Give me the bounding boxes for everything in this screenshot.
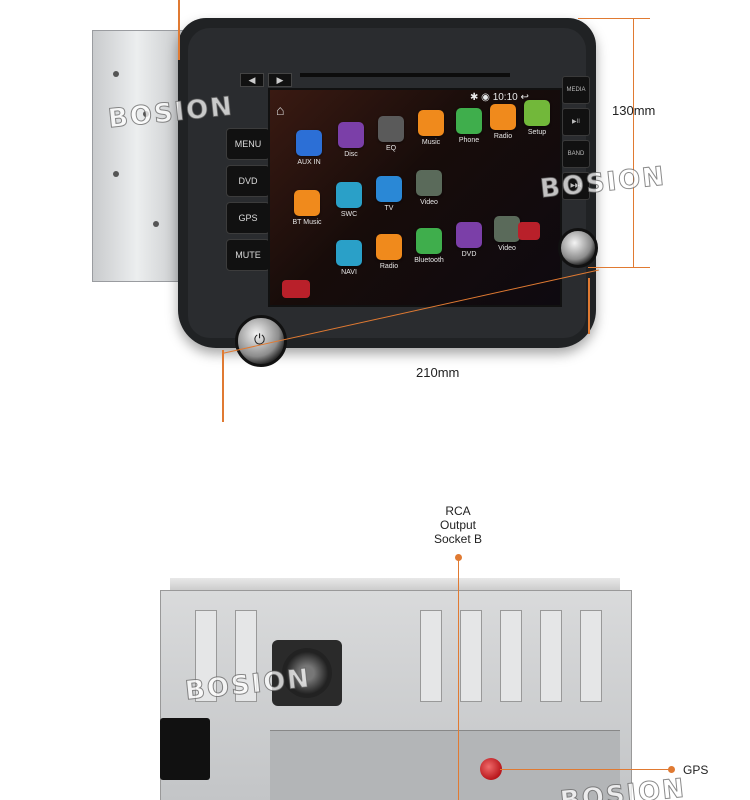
chassis-top-edge (170, 578, 620, 592)
app-label: EQ (385, 145, 397, 152)
height-guide-bottom (588, 267, 650, 268)
app-label: Bluetooth (414, 257, 444, 264)
width-label: 210mm (416, 365, 460, 380)
gps-callout-label: GPS (683, 763, 709, 777)
front-view-photo: ◀ ▶ MENU DVD GPS MUTE MEDIA ▶II BAND ▶▶I… (92, 0, 668, 422)
height-dimension-line (633, 18, 634, 268)
app-music[interactable]: Music (410, 110, 452, 146)
steering-wheel-icon (336, 182, 362, 208)
radio-icon (376, 234, 402, 260)
phone-icon (456, 108, 482, 134)
app-label: Radio (379, 263, 399, 270)
rca-callout-dot (455, 554, 462, 561)
app-label: Video (420, 199, 438, 206)
app-label: Phone (458, 137, 480, 144)
mute-button[interactable]: MUTE (226, 239, 270, 271)
gps-callout-line (500, 769, 670, 770)
navi-icon (336, 240, 362, 266)
app-label: TV (384, 205, 394, 212)
music-icon (418, 110, 444, 136)
width-guide-left (178, 0, 180, 60)
gps-antenna-connector (480, 758, 502, 780)
bt-music-icon (294, 190, 320, 216)
power-cable (160, 718, 210, 780)
gps-callout-dot (668, 766, 675, 773)
app-bt-music[interactable]: BT Music (286, 190, 328, 226)
app-label: Setup (527, 129, 547, 136)
aux-icon (296, 130, 322, 156)
app-aux-in[interactable]: AUX IN (288, 130, 330, 166)
connector-panel (270, 730, 620, 800)
app-label: Disc (344, 151, 358, 158)
app-label: Video (498, 245, 516, 252)
rca-callout-label: RCA Output Socket B (433, 504, 483, 546)
tv-icon (376, 176, 402, 202)
status-bar: ✱ ◉ 10:10 ↩ (470, 92, 529, 103)
app-label: NAVI (341, 269, 357, 276)
height-label: 130mm (612, 103, 656, 118)
app-label: AUX IN (297, 159, 321, 166)
menu-button[interactable]: MENU (226, 128, 270, 160)
app-label: SWC (340, 211, 358, 218)
app-phone[interactable]: Phone (448, 108, 490, 144)
radio-icon (490, 104, 516, 130)
rear-view-photo: RCA Output Socket B GPS BOSION BOSION (0, 480, 750, 800)
dvd-button[interactable]: DVD (226, 165, 270, 197)
disc-icon (338, 122, 364, 148)
rca-callout-line (458, 556, 459, 800)
app-navi[interactable]: NAVI (328, 240, 370, 276)
app-label: BT Music (292, 219, 322, 226)
app-swc[interactable]: SWC (328, 182, 370, 218)
car-icon[interactable] (282, 280, 310, 298)
video-icon (416, 170, 442, 196)
location-icon: ◉ (481, 92, 490, 103)
app-dvd[interactable]: DVD (448, 222, 490, 258)
disc-slot (300, 73, 510, 77)
settings-icon (524, 100, 550, 126)
app-label: DVD (461, 251, 477, 258)
app-video[interactable]: Video (408, 170, 450, 206)
app-disc[interactable]: Disc (330, 122, 372, 158)
app-label: Music (421, 139, 441, 146)
cooling-fan (272, 640, 342, 706)
height-guide-top (578, 18, 650, 19)
skip-button[interactable]: ▶▶I (562, 172, 590, 200)
home-icon[interactable]: ⌂ (276, 102, 285, 118)
app-label: Radio (493, 133, 513, 140)
prev-button[interactable]: ◀ (240, 73, 264, 87)
next-button[interactable]: ▶ (268, 73, 292, 87)
power-volume-knob[interactable]: ⏻ (235, 315, 287, 367)
app-radio[interactable]: Radio (482, 104, 524, 140)
width-guide-bottom-right (588, 278, 590, 334)
width-guide-bottom-left (222, 350, 224, 422)
gps-button[interactable]: GPS (226, 202, 270, 234)
status-time: 10:10 (492, 92, 518, 103)
band-button[interactable]: BAND (562, 140, 590, 168)
bluetooth-icon (416, 228, 442, 254)
eq-icon (378, 116, 404, 142)
bluetooth-status-icon: ✱ (470, 92, 479, 103)
app-setup[interactable]: Setup (516, 100, 558, 136)
app-radio[interactable]: Radio (368, 234, 410, 270)
dvd-icon (456, 222, 482, 248)
app-tv[interactable]: TV (368, 176, 410, 212)
back-icon[interactable]: ↩ (520, 92, 529, 103)
power-icon: ⏻ (254, 331, 266, 347)
tune-knob[interactable] (558, 228, 598, 268)
app-video[interactable]: Video (486, 216, 528, 252)
app-bluetooth[interactable]: Bluetooth (408, 228, 450, 264)
app-eq[interactable]: EQ (370, 116, 412, 152)
app-drawer-icon[interactable] (518, 222, 540, 240)
video-icon (494, 216, 520, 242)
media-button[interactable]: MEDIA (562, 76, 590, 104)
play-pause-button[interactable]: ▶II (562, 108, 590, 136)
